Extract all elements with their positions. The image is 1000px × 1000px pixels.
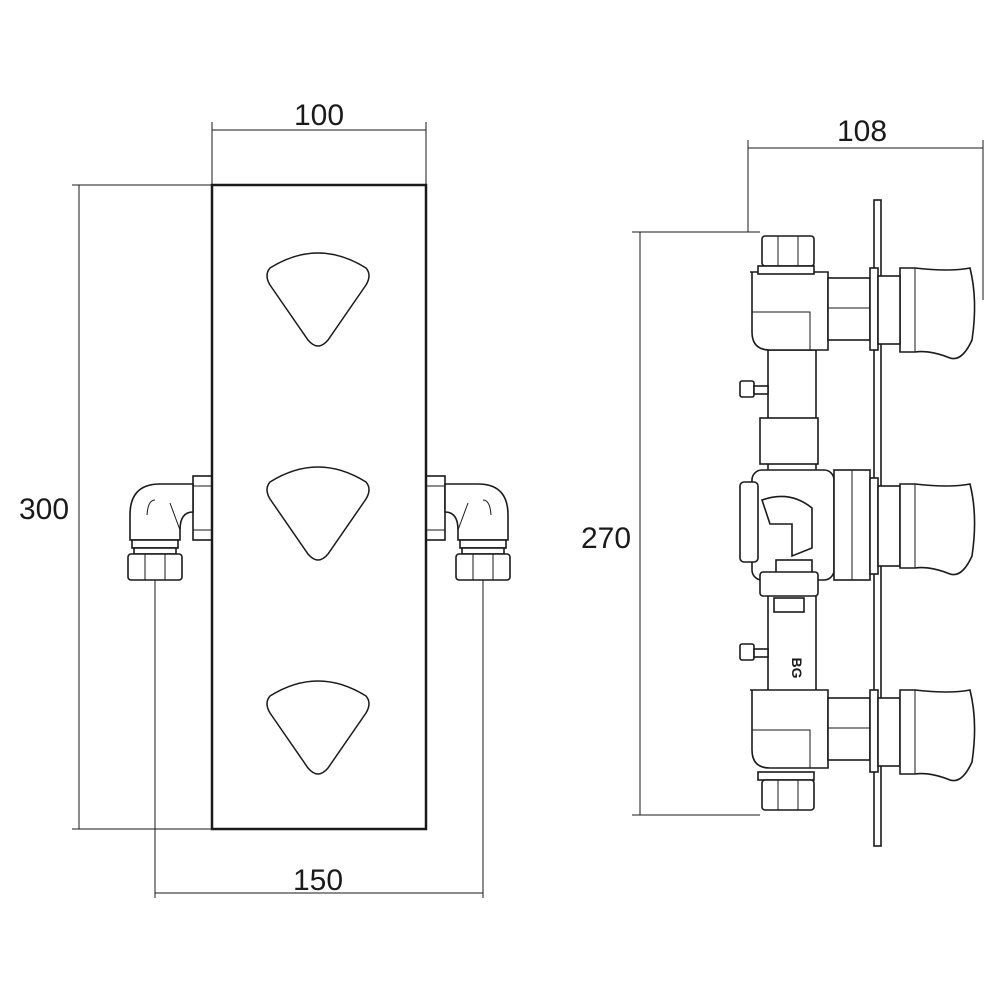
side-height-label: 270 <box>581 522 631 555</box>
inlet-centres-dimension: 150 <box>154 580 484 898</box>
left-inlet-elbow <box>127 475 213 581</box>
lower-connector <box>759 571 819 613</box>
side-depth-label: 108 <box>837 115 887 148</box>
right-inlet-elbow <box>425 475 511 581</box>
side-depth-dimension: 108 <box>747 115 984 300</box>
front-width-dimension: 100 <box>211 99 427 185</box>
thermostatic-cartridge <box>739 469 976 587</box>
front-height-label: 300 <box>19 493 69 526</box>
front-faceplate <box>210 183 428 831</box>
front-height-dimension: 300 <box>19 184 212 830</box>
lower-isolation-screw-icon <box>739 643 769 661</box>
control-handle-top-icon <box>266 252 370 347</box>
side-height-dimension: 270 <box>581 231 760 816</box>
brand-mark: BG <box>789 658 805 679</box>
control-handle-bottom-icon <box>266 680 370 775</box>
side-view: 108 270 <box>581 115 984 847</box>
inlet-centres-label: 150 <box>293 864 343 897</box>
upper-connector <box>759 417 819 465</box>
front-view: 100 300 150 <box>19 99 511 898</box>
upper-isolation-screw-icon <box>739 380 769 398</box>
bottom-valve-assembly <box>750 689 976 811</box>
control-handle-middle-icon <box>266 466 370 561</box>
top-valve-assembly <box>750 235 976 360</box>
front-width-label: 100 <box>294 99 344 132</box>
